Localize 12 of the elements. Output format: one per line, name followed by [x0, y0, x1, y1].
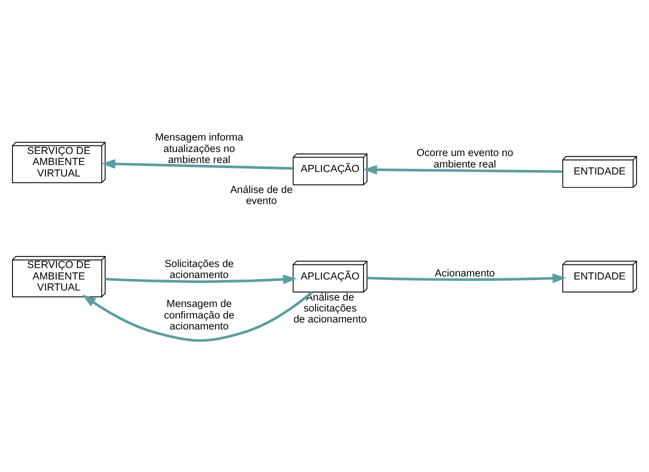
arrow: [367, 272, 566, 283]
node-label: Análise de solicitações de acionamento: [293, 292, 367, 326]
edge-label: Ocorre um evento no ambiente real: [416, 148, 514, 170]
edge-label: Acionamento: [434, 268, 495, 279]
arrow: [105, 274, 297, 284]
node-label: Análise de de evento: [230, 184, 293, 207]
edge-label: Solicitações de acionamento: [164, 258, 234, 281]
edge-label: Mensagem de confirmação de acionamento: [164, 298, 234, 332]
edge-label: Mensagem informa atualizações no ambiente real: [155, 132, 244, 166]
arrow: [82, 290, 313, 342]
arrow: [102, 158, 293, 170]
arrow: [363, 164, 562, 174]
